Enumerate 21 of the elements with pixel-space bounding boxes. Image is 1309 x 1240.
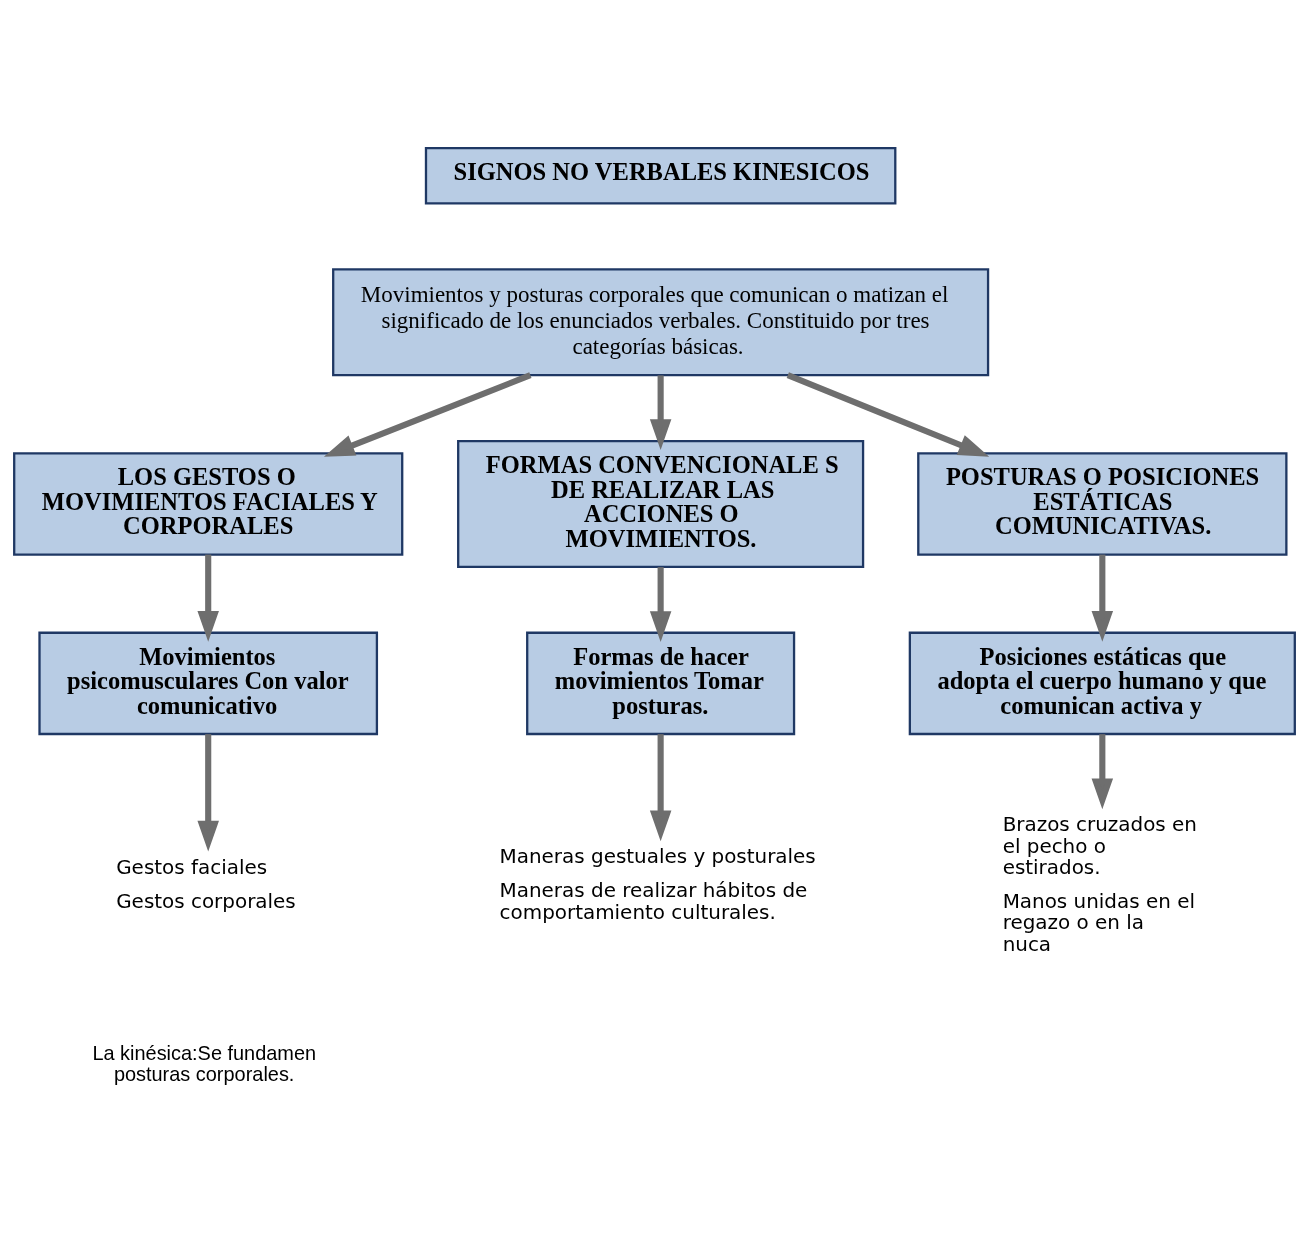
node-box: LOS GESTOS O MOVIMIENTOS FACIALES Y CORPORALES [13,451,404,556]
node-text: Brazos cruzados en el pecho o estirados. Manos unidas en el regazo o en la nuca [1002,812,1197,956]
arrow [1091,554,1114,642]
node-box: Movimientos y posturas corporales que comunican o matizan el significado de los enunciados verbales. Constituido por tres categorías básicas. [332,267,990,376]
node-box: POSTURAS O POSICIONES ESTÁTICAS COMUNICATIVAS. [917,451,1288,556]
arrow [323,371,532,457]
node-box: Formas de hacer movimientos Tomar posturas. [526,631,796,735]
label: La kinésica:Se fundamen posturas corporales. [92,1041,317,1085]
node-text: Maneras gestuales y posturales Maneras de realizar hábitos de comportamiento culturales. [499,844,816,924]
node-box: FORMAS CONVENCIONALE S DE REALIZAR LAS ACCIONES O MOVIMIENTOS. [457,439,865,568]
arrow [649,566,672,642]
arrow [197,733,219,852]
node-box: Movimientos psicomusculares Con valor comunicativo [38,631,379,735]
arrow [649,733,672,841]
node-text: Gestos faciales Gestos corporales [116,855,296,913]
arrow [197,554,219,642]
arrow [649,374,672,450]
arrow [786,371,990,457]
node-box: SIGNOS NO VERBALES KINESICOS [424,146,897,204]
node-box: Posiciones estáticas que adopta el cuerpo humano y que comunican activa y [908,631,1296,735]
arrow [1091,733,1114,809]
